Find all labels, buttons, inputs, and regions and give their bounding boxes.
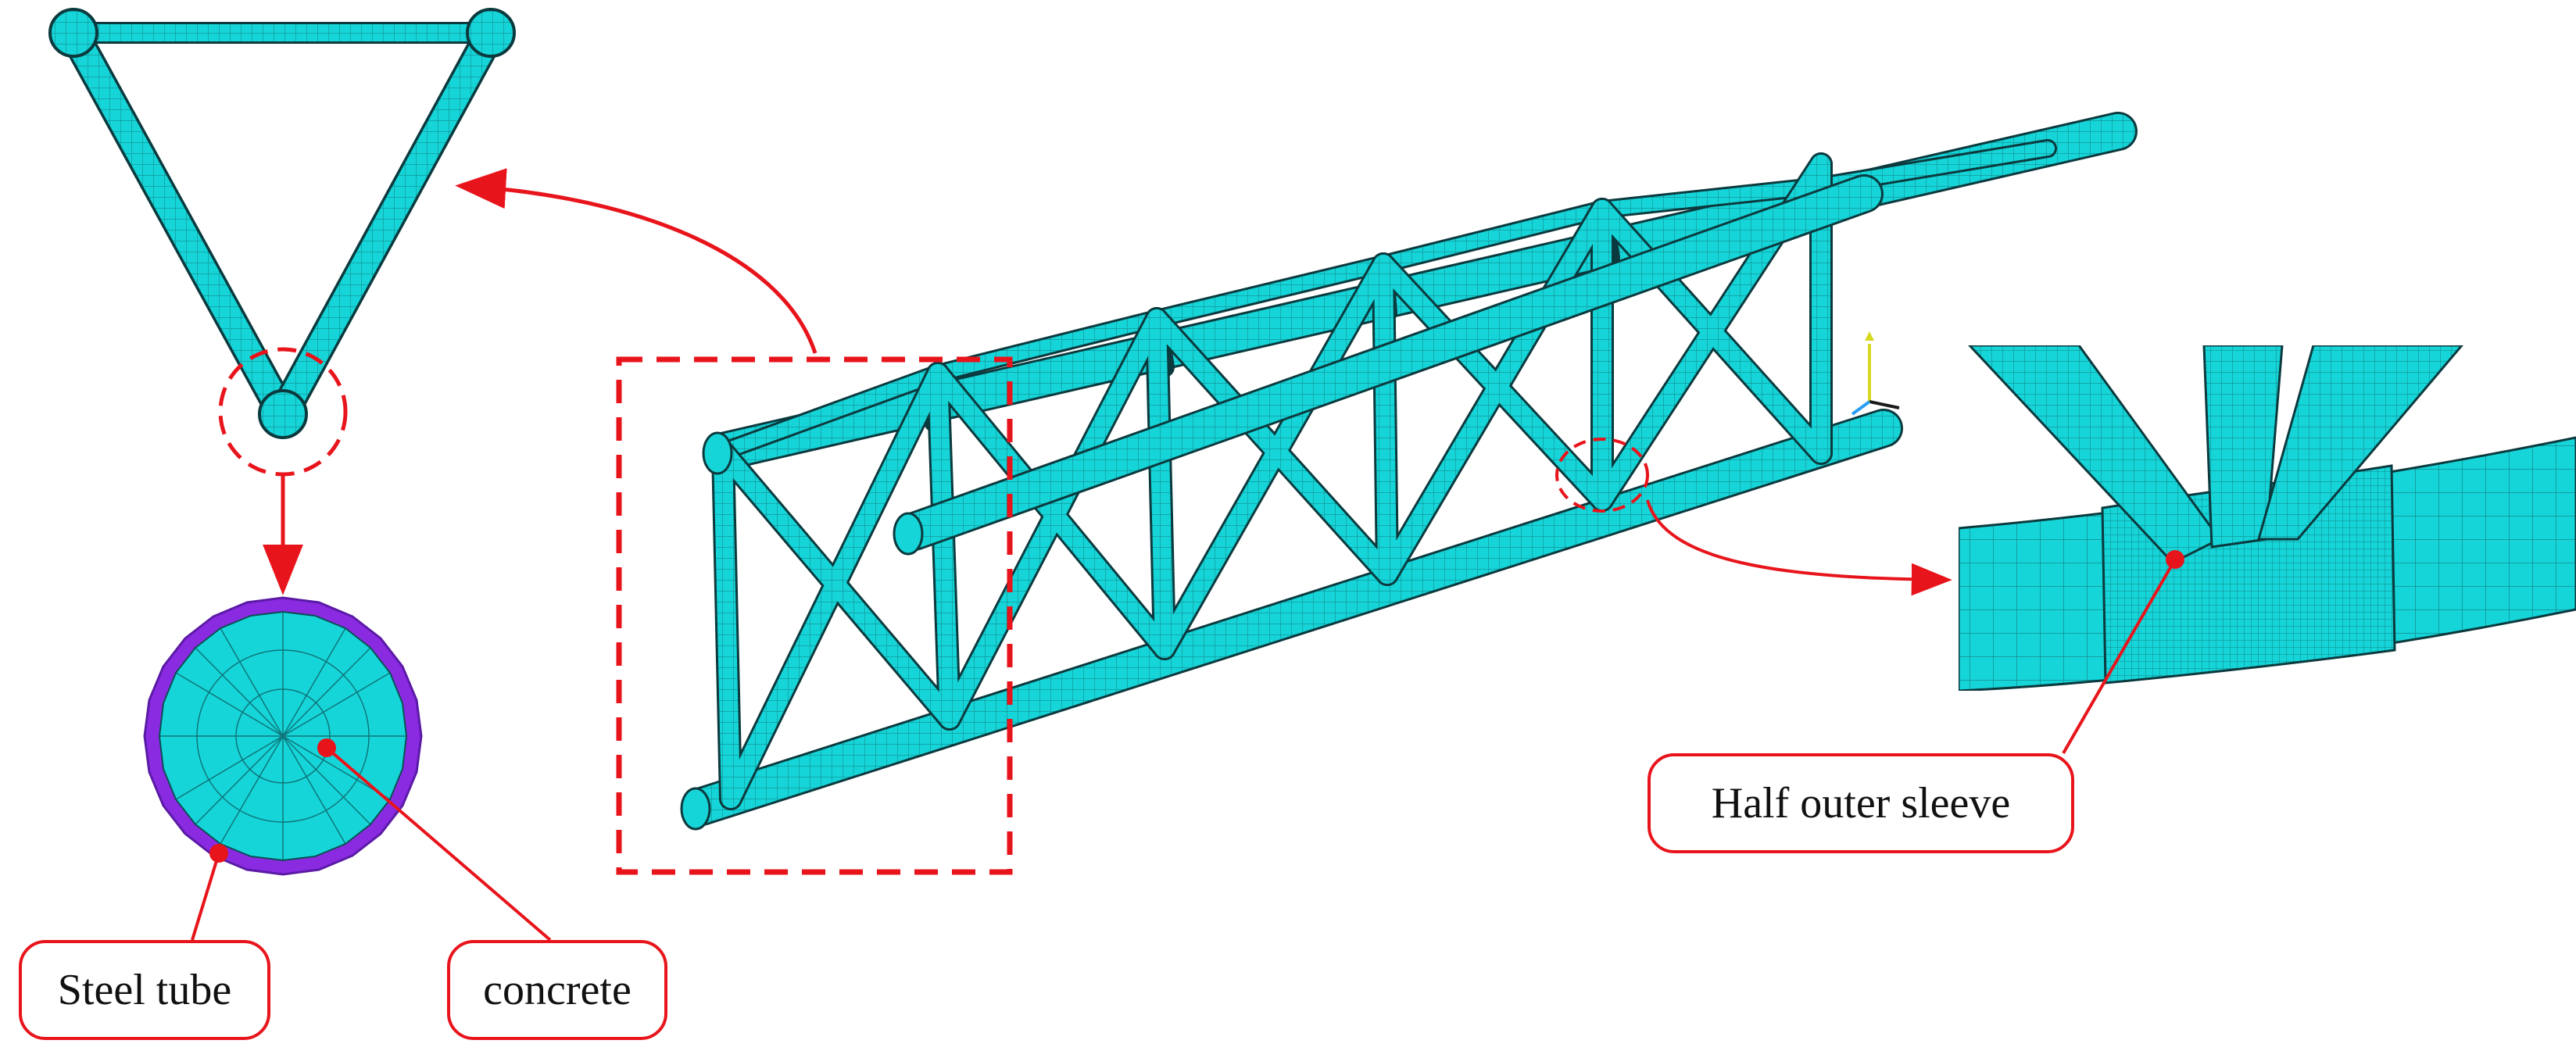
section-node-bottom <box>258 389 308 439</box>
bottom-chord <box>682 409 1903 826</box>
front-top-chord <box>895 174 1884 551</box>
section-node-top-right <box>466 8 516 58</box>
truss-3d-model <box>680 112 2138 831</box>
tube-cross-section <box>143 596 552 942</box>
half-outer-sleeve-label-text: Half outer sleeve <box>1711 779 2011 827</box>
concrete-label-text: concrete <box>483 966 631 1014</box>
joint-zoom-detail <box>1959 345 2576 691</box>
joint-highlight-ellipse <box>1555 438 1649 513</box>
steel-tube-label-text: Steel tube <box>57 966 232 1014</box>
xyz-axis-triad-icon <box>1851 331 1900 416</box>
section-member-left <box>58 17 299 430</box>
concrete-mesh-lines <box>159 612 406 860</box>
concrete-label: concrete <box>447 940 667 1040</box>
section-view <box>48 8 516 595</box>
steel-leader-line <box>191 852 220 941</box>
back-top-chord-end <box>702 431 733 475</box>
steel-tube-label: Steel tube <box>19 940 270 1040</box>
truss-to-section-arrow <box>455 168 818 354</box>
joint-to-zoom-arrow <box>1646 499 1952 596</box>
section-node-top-left <box>48 8 98 58</box>
sleeve-leader-line <box>2062 559 2177 754</box>
truss-end-highlight-box <box>616 356 1013 875</box>
half-outer-sleeve-label: Half outer sleeve <box>1648 753 2074 853</box>
concrete-leader-line <box>325 746 552 942</box>
bottom-chord-end <box>680 787 711 831</box>
front-top-chord-end <box>893 512 924 556</box>
section-member-right <box>267 17 506 430</box>
